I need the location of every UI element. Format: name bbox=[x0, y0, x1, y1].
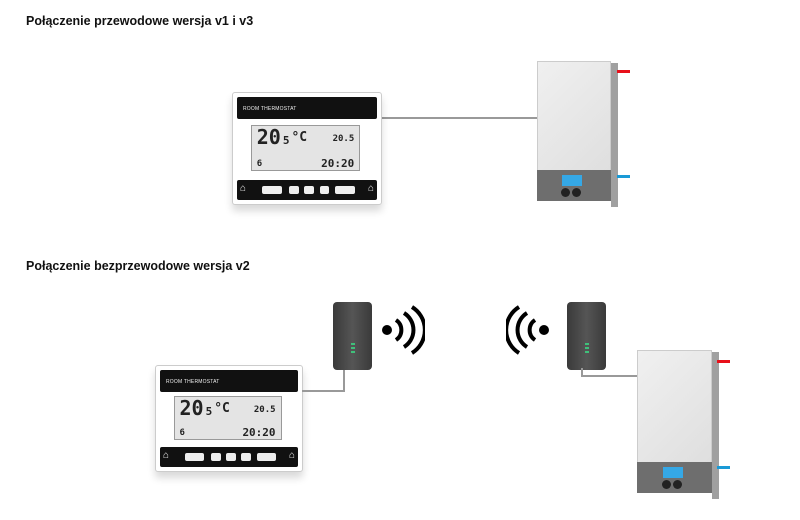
home-icon: ⌂ bbox=[367, 183, 374, 194]
home-icon: ⌂ bbox=[240, 183, 247, 194]
up-button[interactable] bbox=[335, 186, 355, 194]
down-button[interactable] bbox=[184, 453, 205, 461]
program-number: 6 bbox=[256, 158, 263, 169]
clock-time: 20:20 bbox=[321, 156, 355, 170]
thermostat-lcd: 20 5 °C 20.5 6 20:20 bbox=[250, 125, 361, 171]
temp-decimal: 5 bbox=[282, 134, 290, 148]
wire bbox=[581, 368, 583, 376]
ok-button[interactable] bbox=[304, 186, 314, 194]
wireless-signal-icon bbox=[382, 305, 425, 355]
ok-button[interactable] bbox=[226, 453, 236, 461]
minus-button[interactable] bbox=[211, 453, 221, 461]
hot-water-pipe bbox=[717, 360, 730, 363]
section-title-wired: Połączenie przewodowe wersja v1 i v3 bbox=[26, 14, 254, 28]
thermostat-lcd: 20 5 °C 20.5 6 20:20 bbox=[173, 396, 282, 440]
transmitter-module bbox=[333, 302, 372, 370]
wire bbox=[343, 368, 345, 392]
set-temp: 20.5 bbox=[332, 134, 355, 145]
room-thermostat-wireless: ROOM THERMOSTAT 20 5 °C 20.5 6 20:20 ⌂ ⌂ bbox=[155, 365, 303, 472]
receiver-module bbox=[567, 302, 606, 370]
boiler bbox=[637, 350, 719, 499]
down-button[interactable] bbox=[262, 186, 282, 194]
section-title-wireless: Połączenie bezprzewodowe wersja v2 bbox=[26, 259, 250, 273]
minus-button[interactable] bbox=[288, 186, 299, 194]
thermostat-brand: ROOM THERMOSTAT bbox=[243, 106, 297, 112]
wireless-signal-icon bbox=[506, 305, 549, 355]
temp-unit: °C bbox=[214, 401, 230, 417]
cold-water-pipe bbox=[617, 175, 630, 178]
up-button[interactable] bbox=[256, 453, 276, 461]
temp-decimal: 5 bbox=[205, 405, 213, 419]
program-number: 6 bbox=[179, 427, 185, 438]
home-icon: ⌂ bbox=[288, 450, 295, 461]
boiler-display bbox=[562, 175, 582, 186]
cold-water-pipe bbox=[717, 466, 730, 469]
current-temp: 20 bbox=[179, 396, 204, 421]
clock-time: 20:20 bbox=[242, 425, 276, 439]
wire bbox=[581, 375, 638, 377]
temp-unit: °C bbox=[291, 130, 308, 146]
home-icon: ⌂ bbox=[163, 450, 170, 461]
plus-button[interactable] bbox=[319, 186, 330, 194]
current-temp: 20 bbox=[256, 125, 281, 150]
set-temp: 20.5 bbox=[253, 405, 276, 416]
hot-water-pipe bbox=[617, 70, 630, 73]
wire bbox=[302, 390, 344, 392]
wire bbox=[381, 117, 538, 119]
room-thermostat: ROOM THERMOSTAT 20 5 °C 20.5 6 20:20 ⌂ ⌂ bbox=[232, 92, 382, 205]
plus-button[interactable] bbox=[241, 453, 252, 461]
boiler bbox=[537, 61, 618, 207]
thermostat-brand: ROOM THERMOSTAT bbox=[166, 379, 220, 385]
